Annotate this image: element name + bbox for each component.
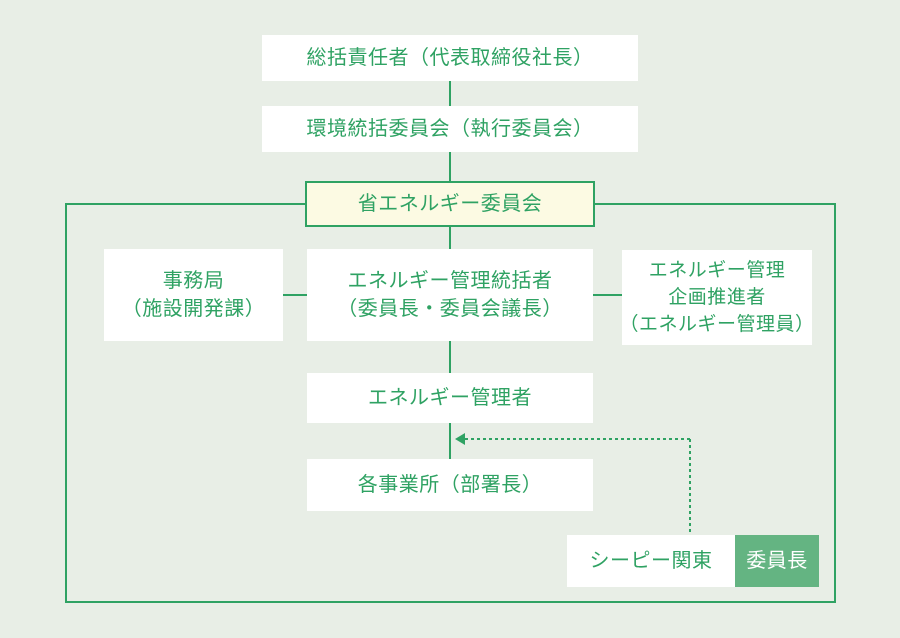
connector-gm-to-envcommittee bbox=[449, 81, 451, 106]
dotted-connector-horizontal bbox=[465, 438, 691, 440]
legend-role-label: 委員長 bbox=[746, 550, 808, 572]
node-label-line: エネルギー管理統括者 bbox=[347, 270, 553, 292]
legend-company-label: シーピー関東 bbox=[589, 550, 713, 572]
node-label-line: エネルギー管理 bbox=[648, 260, 786, 281]
node-energy-manager: エネルギー管理者 bbox=[307, 373, 593, 423]
node-label-line: （エネルギー管理員） bbox=[619, 314, 815, 335]
arrowhead-left-icon bbox=[455, 433, 465, 445]
node-label: 環境統括委員会（執行委員会） bbox=[306, 118, 594, 140]
node-label: 総括責任者（代表取締役社長） bbox=[306, 47, 594, 69]
node-energy-saving-committee: 省エネルギー委員会 bbox=[305, 181, 595, 227]
connector-committee-to-supervisor bbox=[449, 227, 451, 249]
connector-supervisor-to-manager bbox=[449, 341, 451, 373]
node-energy-planning-promoter: エネルギー管理 企画推進者 （エネルギー管理員） bbox=[619, 250, 815, 345]
connector-supervisor-to-promoter bbox=[593, 294, 622, 296]
node-label-line: 事務局 bbox=[162, 270, 225, 292]
connector-envcommittee-to-committee bbox=[449, 152, 451, 181]
node-label: 省エネルギー委員会 bbox=[357, 193, 543, 215]
node-label: 各事業所（部署長） bbox=[357, 474, 543, 496]
node-business-sites: 各事業所（部署長） bbox=[307, 459, 593, 511]
node-label-line: 企画推進者 bbox=[668, 287, 766, 308]
connector-secretariat-to-supervisor bbox=[283, 294, 307, 296]
legend-company: シーピー関東 bbox=[567, 535, 735, 587]
node-label-line: （委員長・委員会議長） bbox=[337, 298, 563, 320]
node-label: エネルギー管理者 bbox=[368, 387, 532, 409]
node-env-committee: 環境統括委員会（執行委員会） bbox=[262, 106, 638, 152]
legend-role-badge: 委員長 bbox=[735, 535, 819, 587]
connector-manager-to-sites bbox=[449, 423, 451, 459]
node-label-line: （施設開発課） bbox=[121, 298, 266, 320]
node-general-manager: 総括責任者（代表取締役社長） bbox=[262, 35, 638, 81]
dotted-connector-vertical bbox=[689, 439, 691, 535]
node-energy-management-supervisor: エネルギー管理統括者 （委員長・委員会議長） bbox=[307, 249, 593, 341]
node-secretariat: 事務局 （施設開発課） bbox=[104, 249, 283, 341]
